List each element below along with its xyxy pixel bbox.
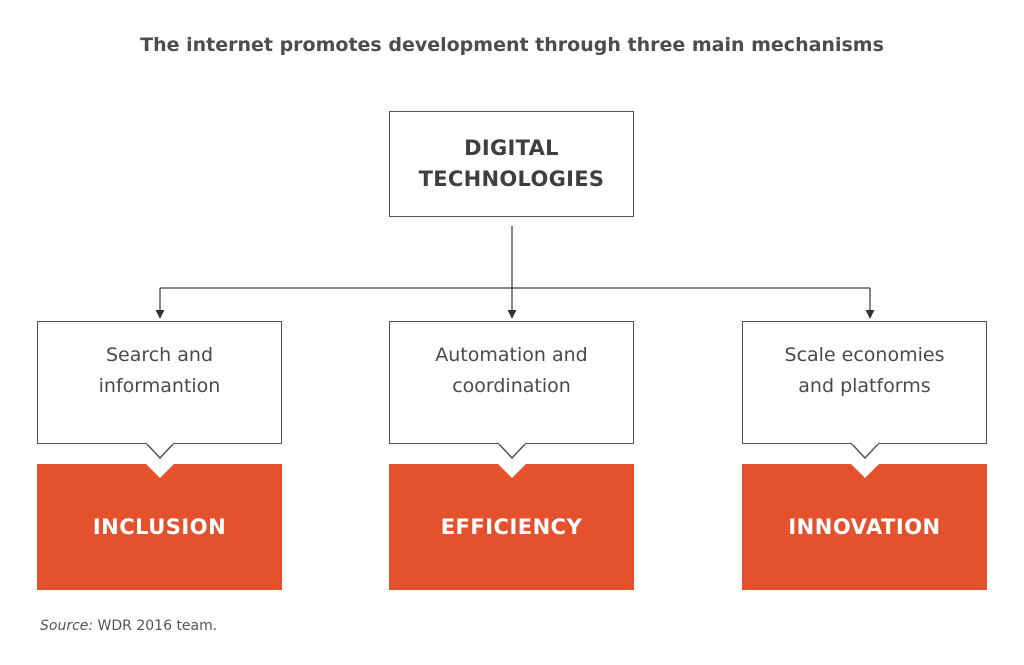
mechanism-box-scale: Scale economies and platforms xyxy=(742,321,987,444)
outcome-box-inclusion: INCLUSION xyxy=(37,464,282,590)
outcome-label-innovation: INNOVATION xyxy=(788,515,941,539)
digital-technologies-box: DIGITAL TECHNOLOGIES xyxy=(389,111,634,217)
outcome-label-efficiency: EFFICIENCY xyxy=(440,515,583,539)
digital-technologies-label: DIGITAL TECHNOLOGIES xyxy=(418,136,605,191)
outcome-label-inclusion: INCLUSION xyxy=(92,515,227,539)
source-text: WDR 2016 team. xyxy=(93,618,218,634)
mechanism-box-automation: Automation and coordination xyxy=(389,321,634,444)
source-prefix: Source: xyxy=(40,618,94,634)
outcome-box-innovation: INNOVATION xyxy=(742,464,987,590)
callout-pointer-scale xyxy=(850,441,880,460)
callout-pointer-automation xyxy=(497,441,527,460)
mechanism-box-search: Search and informantion xyxy=(37,321,282,444)
mechanism-label-automation: Automation and coordination xyxy=(435,343,588,397)
mechanism-label-search: Search and informantion xyxy=(98,343,221,397)
outcome-box-efficiency: EFFICIENCY xyxy=(389,464,634,590)
mechanism-label-scale: Scale economies and platforms xyxy=(784,343,945,397)
source-note: Source: WDR 2016 team. xyxy=(40,618,217,634)
callout-pointer-search xyxy=(145,441,175,460)
diagram-title: The internet promotes development throug… xyxy=(140,34,884,56)
